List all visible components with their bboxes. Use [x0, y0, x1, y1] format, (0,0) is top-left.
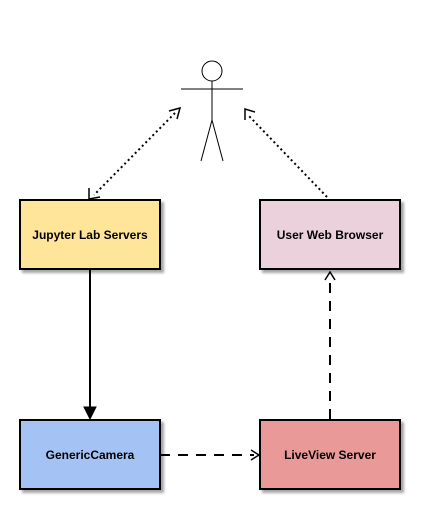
node-generic-camera: GenericCamera — [19, 419, 161, 490]
node-label: LiveView Server — [284, 448, 376, 462]
edge-actor-jupyter — [88, 106, 182, 200]
node-user-web-browser: User Web Browser — [259, 199, 401, 270]
edge-browser-actor — [244, 107, 328, 198]
node-label: GenericCamera — [46, 448, 135, 462]
arrowhead-icon — [83, 406, 97, 421]
node-liveview-server: LiveView Server — [259, 419, 401, 490]
arrowhead-icon — [244, 107, 256, 120]
node-jupyter-lab-servers: Jupyter Lab Servers — [19, 199, 161, 270]
arrowhead-icon — [88, 188, 101, 200]
arrowhead-icon — [324, 270, 336, 281]
user-actor-icon — [181, 60, 243, 162]
node-label: Jupyter Lab Servers — [32, 228, 148, 242]
node-label: User Web Browser — [277, 228, 384, 242]
edge-liveview-browser — [324, 270, 336, 419]
edge-jupyter-camera — [83, 269, 97, 421]
arrowhead-icon — [168, 106, 182, 120]
edge-camera-liveview — [160, 449, 261, 461]
